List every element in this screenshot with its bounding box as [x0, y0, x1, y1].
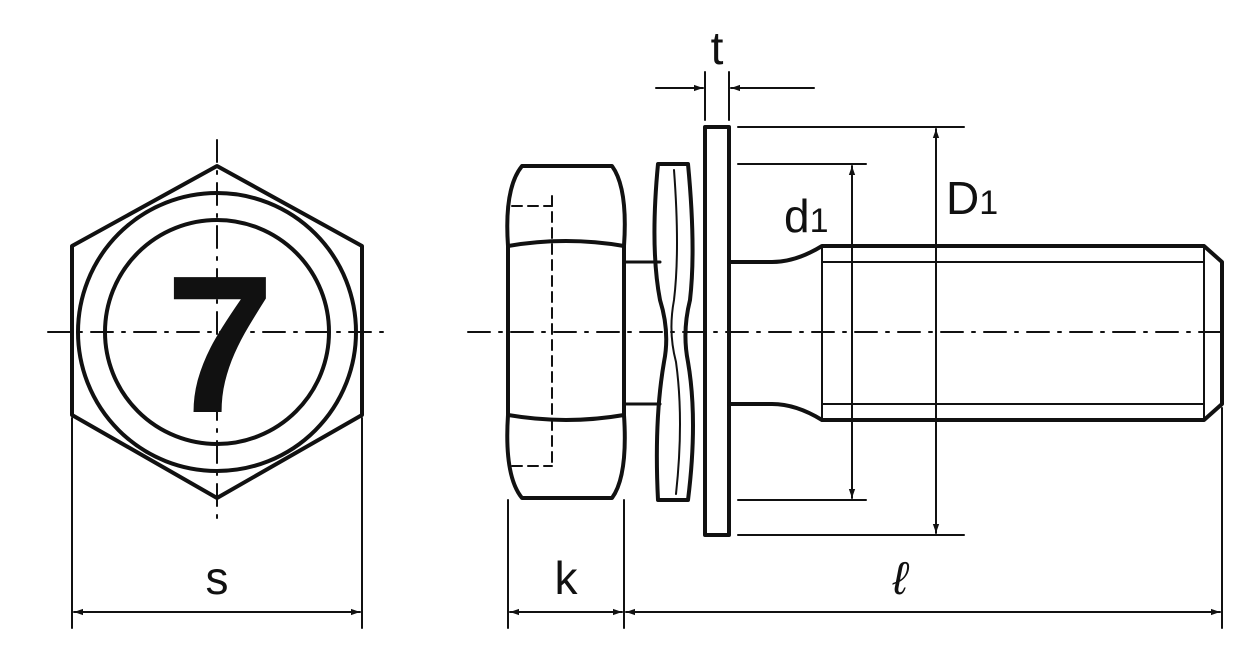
- spring-washer: [652, 162, 695, 502]
- label-D1-main: D: [946, 172, 979, 224]
- label-k: k: [555, 552, 579, 604]
- head-marking: 7: [165, 235, 274, 454]
- label-t: t: [711, 22, 724, 74]
- hex-head-side-view: [505, 164, 627, 500]
- label-d1-sub: 1: [810, 202, 829, 240]
- label-s: s: [206, 552, 229, 604]
- hex-head-end-view: 7: [47, 139, 389, 523]
- label-D1: D1: [946, 172, 998, 224]
- dimension-k: k: [507, 499, 625, 629]
- plain-washer: [703, 125, 731, 537]
- dimension-length: ℓ: [625, 407, 1223, 629]
- dimension-D1: D1: [737, 126, 998, 536]
- label-d1: d1: [784, 190, 829, 242]
- dimension-s: s: [71, 417, 363, 629]
- bolt-shank: [727, 244, 1224, 422]
- dimension-t: t: [655, 22, 815, 121]
- label-d1-main: d: [784, 190, 810, 242]
- label-length: ℓ: [892, 552, 910, 604]
- dimension-d1: d1: [737, 163, 867, 501]
- label-D1-sub: 1: [979, 184, 998, 222]
